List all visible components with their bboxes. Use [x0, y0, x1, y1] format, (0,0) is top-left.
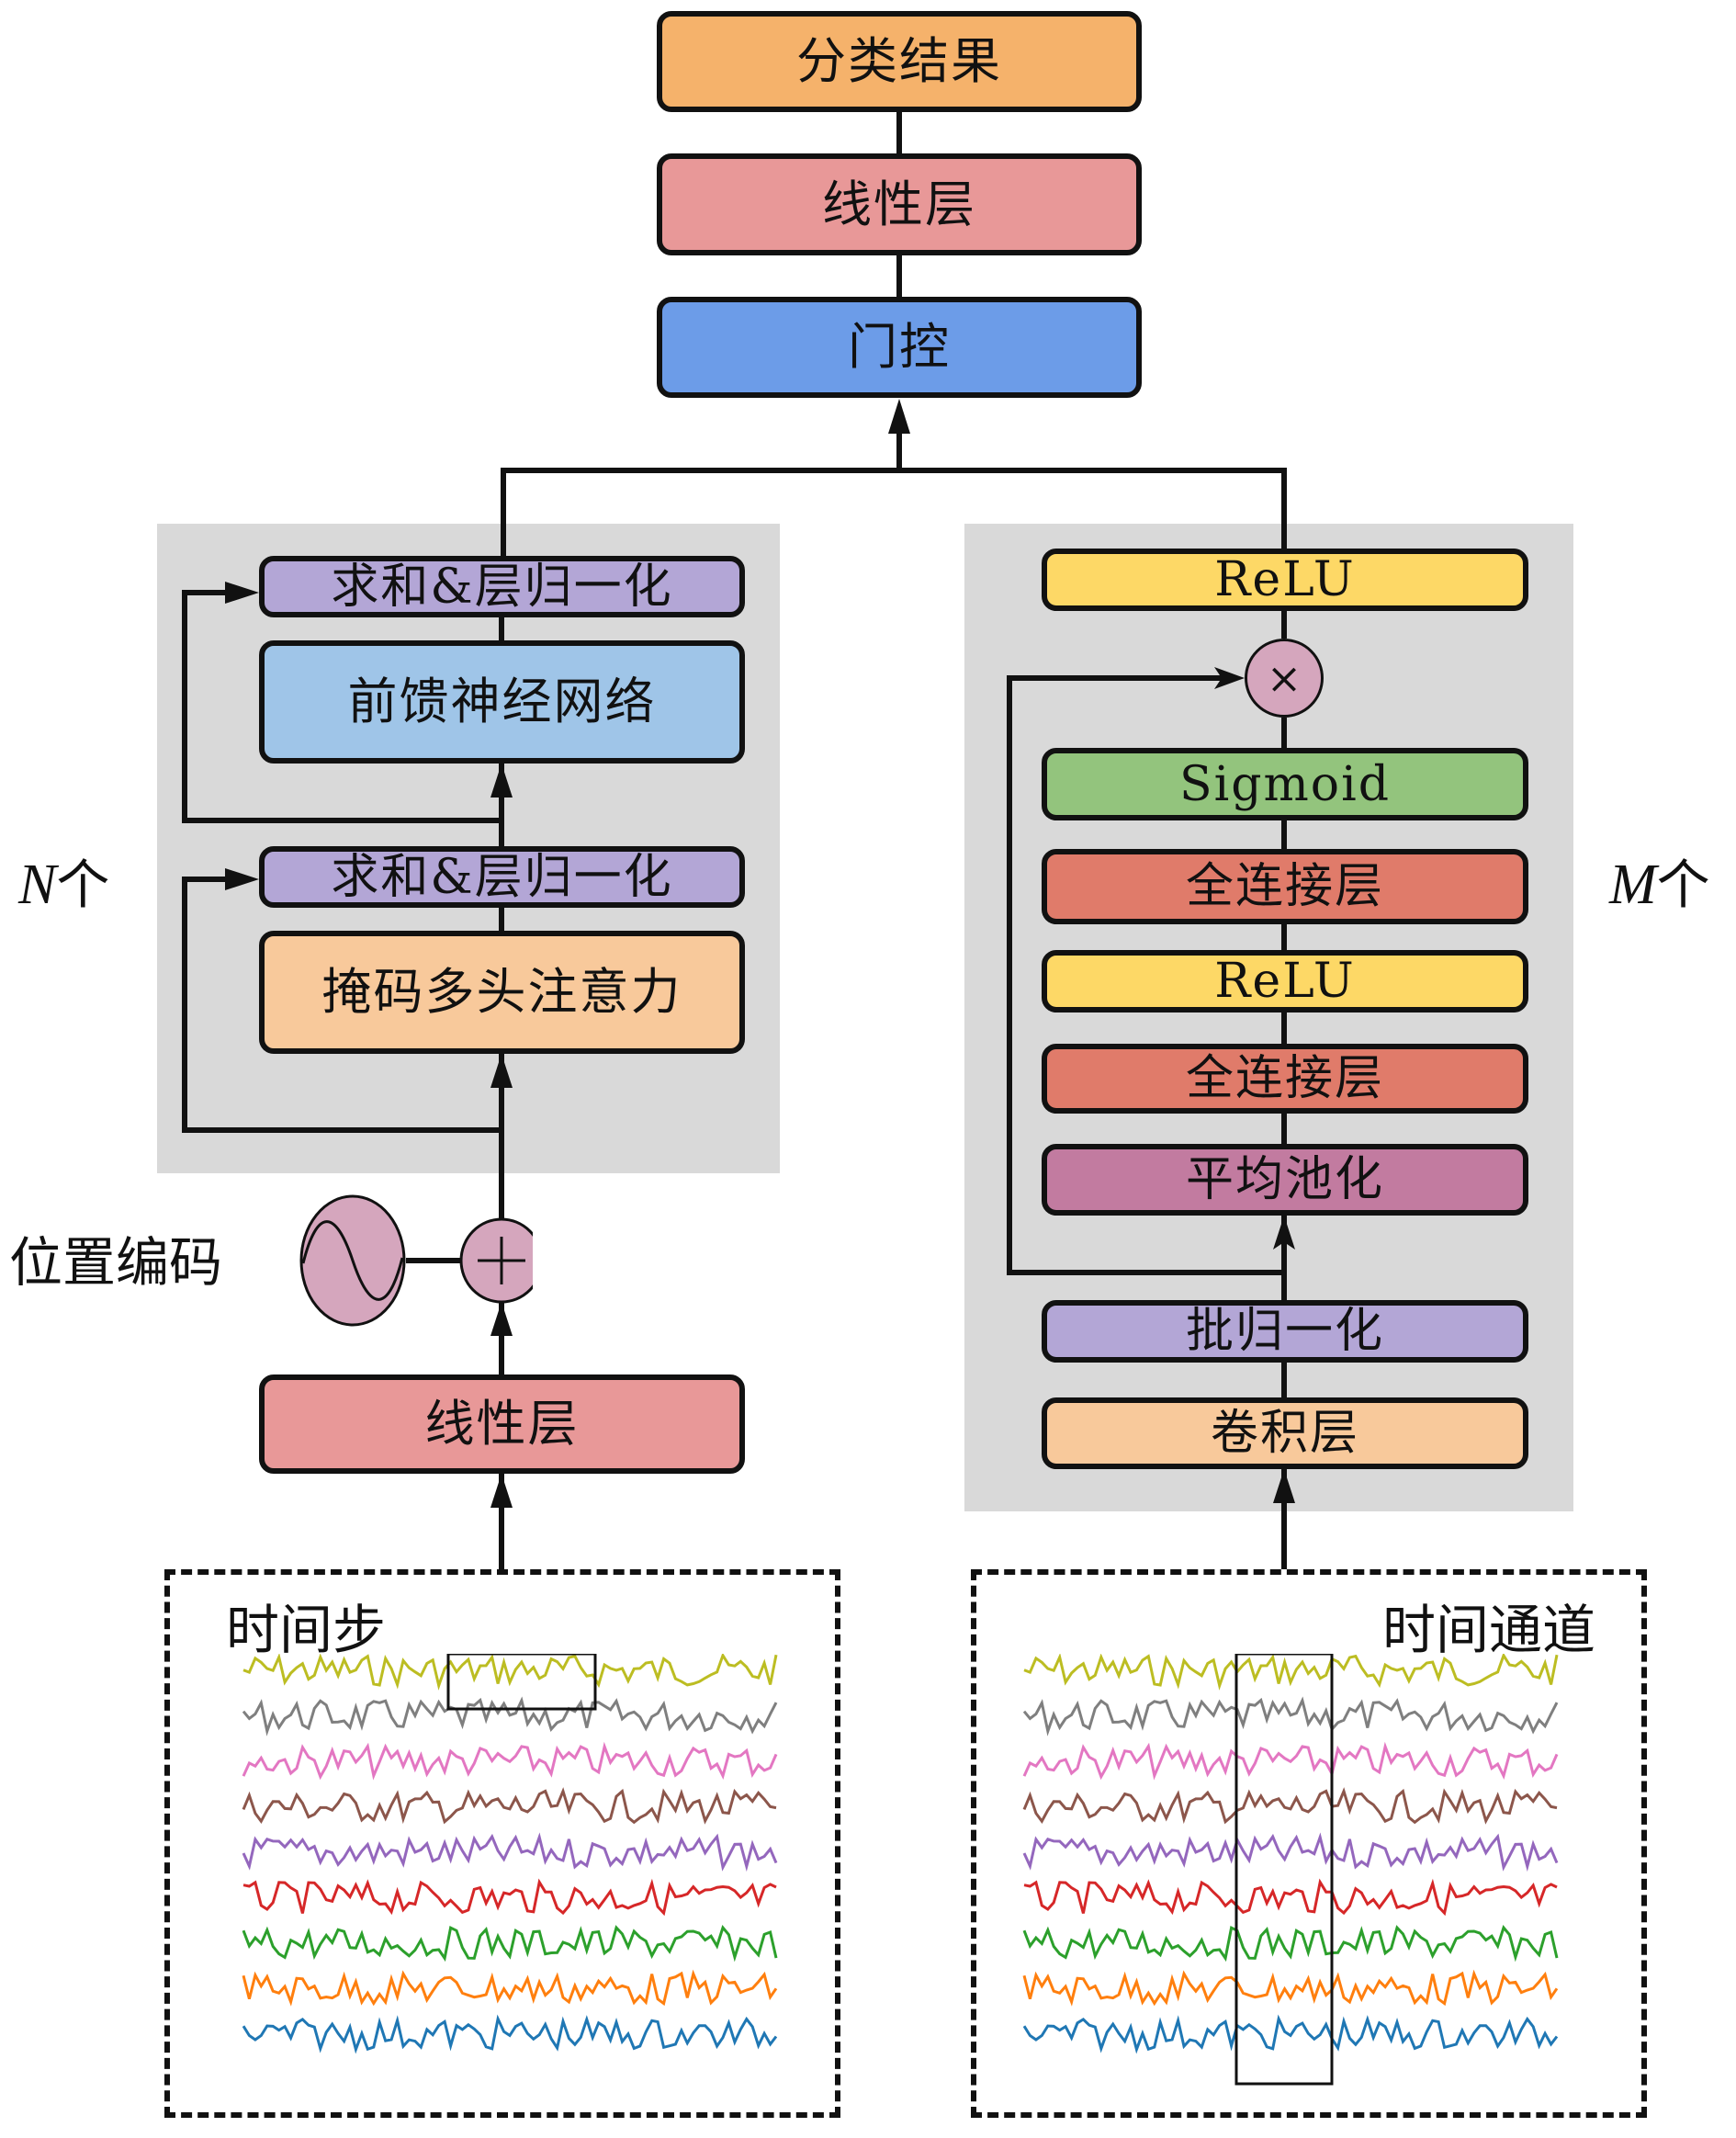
output-linear-layer-label: 线性层 [822, 175, 976, 233]
signal-trace [242, 1832, 778, 1872]
batch-norm-label: 批归一化 [1185, 1304, 1384, 1359]
timestep-label: 时间步 [226, 1599, 387, 1661]
ffn-label: 前馈神经网络 [347, 673, 657, 730]
add-norm-bottom-label: 求和&层归一化 [331, 849, 673, 905]
timestep-input-panel [164, 1569, 840, 2118]
n-suffix: 个 [56, 854, 110, 916]
relu-top-label: ReLU [1214, 552, 1356, 607]
add-norm-bottom-box: 求和&层归一化 [259, 846, 745, 908]
signal-trace [1022, 1832, 1559, 1872]
add-norm-top-box: 求和&层归一化 [259, 556, 745, 617]
highlight-window [446, 1654, 597, 1711]
add-norm-top-label: 求和&层归一化 [331, 559, 673, 615]
gate-box: 门控 [657, 297, 1142, 398]
classification-result-box: 分类结果 [657, 11, 1142, 112]
channel-label: 时间通道 [1382, 1599, 1596, 1661]
signal-trace [242, 2014, 778, 2054]
multiply-symbol: × [1266, 653, 1302, 703]
signal-trace [1022, 1969, 1559, 2007]
relu-mid-box: ReLU [1042, 950, 1528, 1012]
n-repeat-label: N个 [18, 856, 109, 913]
signal-trace [1022, 2014, 1559, 2054]
signal-trace [1022, 1787, 1558, 1825]
sigmoid-label: Sigmoid [1178, 756, 1392, 812]
signal-trace [1022, 1696, 1559, 1736]
signal-trace [242, 1787, 777, 1825]
n-variable: N [18, 854, 57, 916]
signal-trace [242, 1696, 778, 1736]
signal-trace [1022, 1741, 1559, 1781]
classification-result-label: 分类结果 [796, 32, 1002, 90]
timestep-signals [242, 1654, 778, 2054]
arrowhead-linear [490, 1474, 513, 1508]
gate-label: 门控 [848, 318, 951, 376]
conv-box: 卷积层 [1042, 1397, 1528, 1469]
fc-bottom-label: 全连接层 [1185, 1051, 1384, 1106]
signal-trace [242, 1969, 778, 2007]
sigmoid-box: Sigmoid [1042, 748, 1528, 820]
signal-trace [242, 1654, 778, 1691]
multiply-circle-icon: × [1245, 639, 1324, 718]
channel-signals [1022, 1654, 1559, 2086]
input-linear-layer-box: 线性层 [259, 1374, 745, 1474]
avg-pool-label: 平均池化 [1185, 1152, 1384, 1207]
arrowhead-gate [888, 399, 910, 434]
masked-attention-label: 掩码多头注意力 [321, 963, 682, 1021]
signal-trace [242, 1925, 778, 1963]
signal-trace [242, 1741, 778, 1781]
fc-bottom-box: 全连接层 [1042, 1044, 1528, 1114]
avg-pool-box: 平均池化 [1042, 1144, 1528, 1216]
signal-trace [1023, 1878, 1558, 1917]
m-variable: M [1609, 854, 1657, 916]
positional-encoding-graphic [299, 1194, 533, 1327]
highlight-window [1234, 1654, 1334, 2086]
conv-label: 卷积层 [1210, 1406, 1359, 1461]
relu-mid-label: ReLU [1214, 954, 1356, 1009]
input-linear-layer-label: 线性层 [424, 1395, 580, 1453]
batch-norm-box: 批归一化 [1042, 1300, 1528, 1363]
signal-trace [1023, 1654, 1559, 1691]
relu-top-box: ReLU [1042, 549, 1528, 611]
sine-wave-curve [301, 1220, 404, 1301]
ffn-box: 前馈神经网络 [259, 640, 745, 764]
signal-trace [1022, 1925, 1559, 1963]
output-linear-layer-box: 线性层 [657, 153, 1142, 255]
channel-input-panel [971, 1569, 1647, 2118]
signal-trace [242, 1878, 777, 1917]
m-repeat-label: M个 [1609, 856, 1710, 913]
fc-top-box: 全连接层 [1042, 849, 1528, 924]
fc-top-label: 全连接层 [1185, 859, 1384, 914]
positional-encoding-label: 位置编码 [9, 1231, 223, 1294]
masked-attention-box: 掩码多头注意力 [259, 931, 745, 1054]
m-suffix: 个 [1656, 854, 1710, 916]
